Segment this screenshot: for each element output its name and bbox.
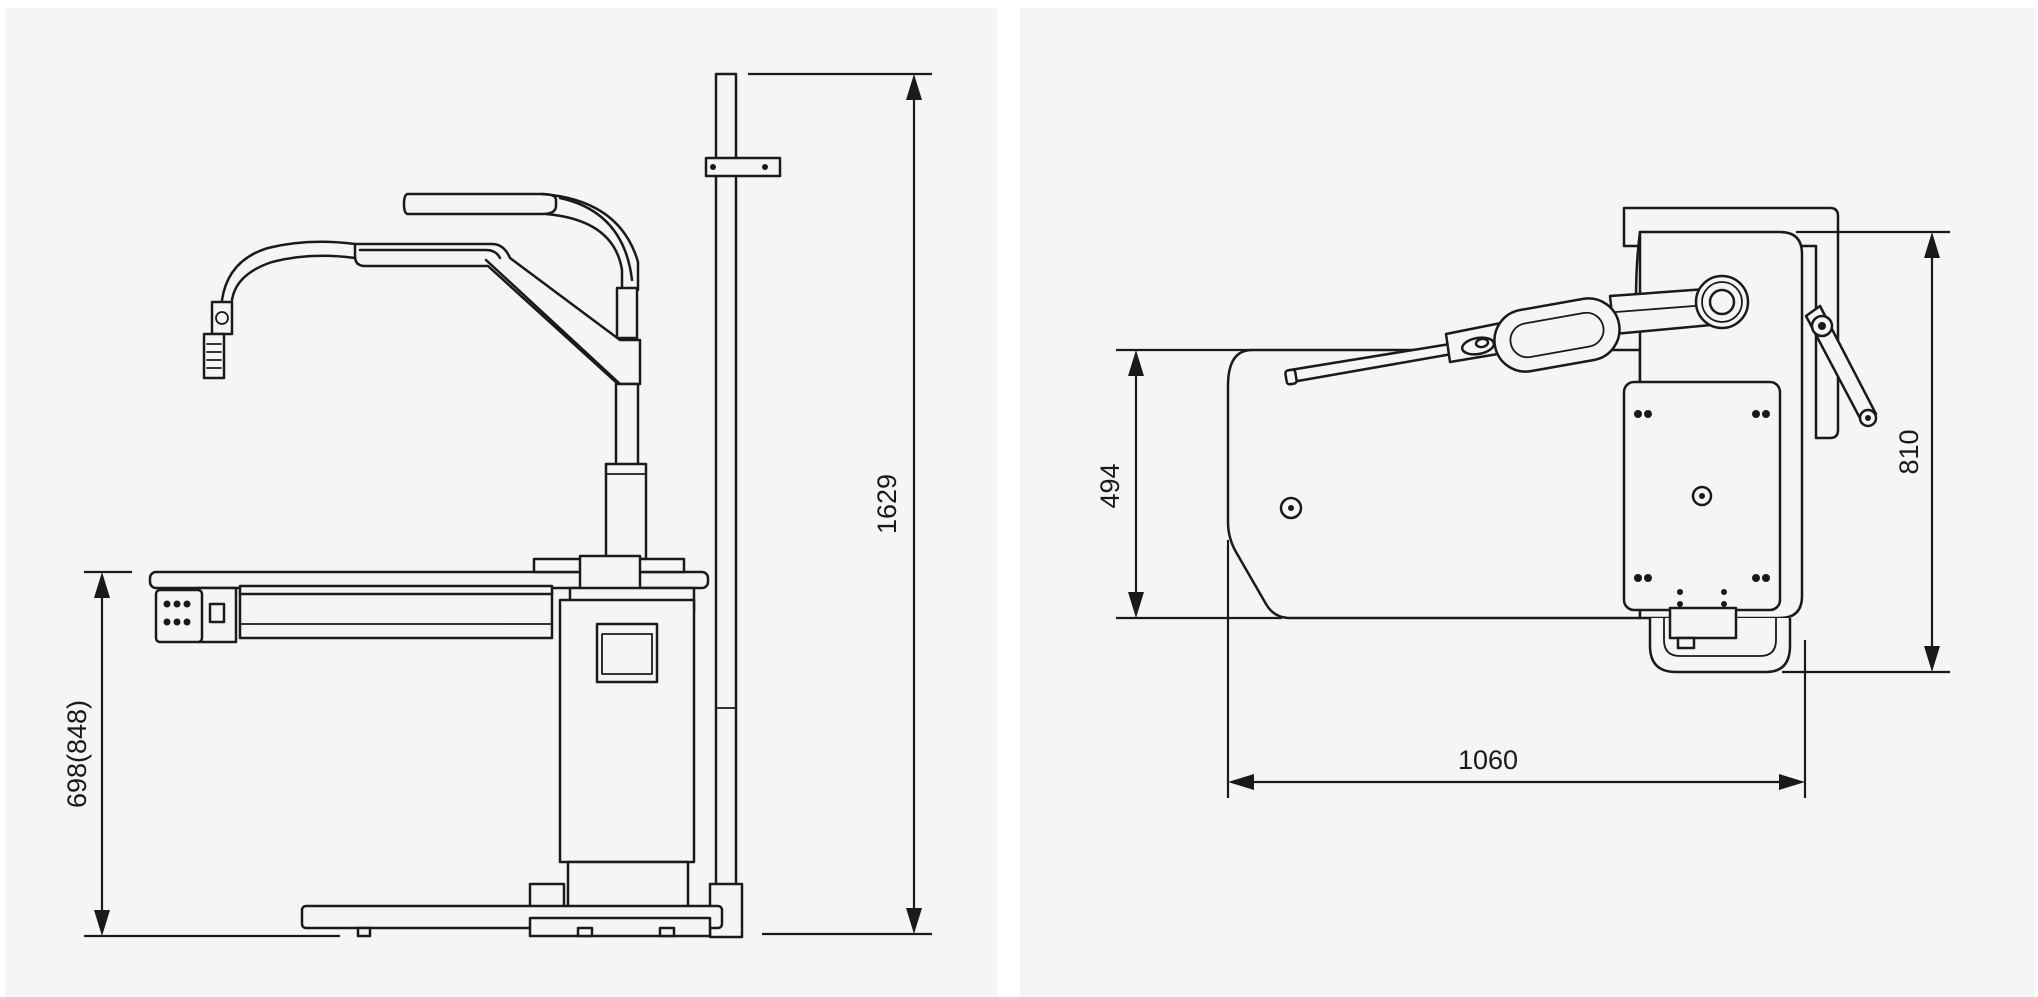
upper-lamp-arm <box>402 192 640 340</box>
dim-label-total-height: 1629 <box>872 474 902 534</box>
side-lever <box>1804 304 1878 428</box>
vertical-pole <box>704 72 782 939</box>
dimension-width <box>1226 540 1807 798</box>
cabinet-plate <box>1622 380 1782 612</box>
dimension-depth <box>1782 230 1950 674</box>
dim-label-width: 1060 <box>1458 745 1518 775</box>
lower-lamp-arm <box>202 240 642 386</box>
dim-label-table-depth: 494 <box>1095 463 1125 508</box>
cabinet <box>528 586 696 930</box>
side-view: 1629 698(848) <box>62 72 932 939</box>
column <box>604 382 648 561</box>
dim-label-table-height: 698(848) <box>62 700 92 808</box>
side-view-panel <box>5 8 997 997</box>
table-outline <box>1226 348 1642 620</box>
dimension-table-height <box>84 570 340 938</box>
dimension-total-height <box>748 72 932 936</box>
top-view: 1060 810 494 <box>1095 206 1950 798</box>
arm-assembly <box>1284 274 1750 386</box>
front-base <box>1648 606 1792 674</box>
dim-label-depth: 810 <box>1894 429 1924 474</box>
dimension-table-depth <box>1116 348 1282 620</box>
base <box>300 904 724 938</box>
table-top <box>148 554 710 644</box>
